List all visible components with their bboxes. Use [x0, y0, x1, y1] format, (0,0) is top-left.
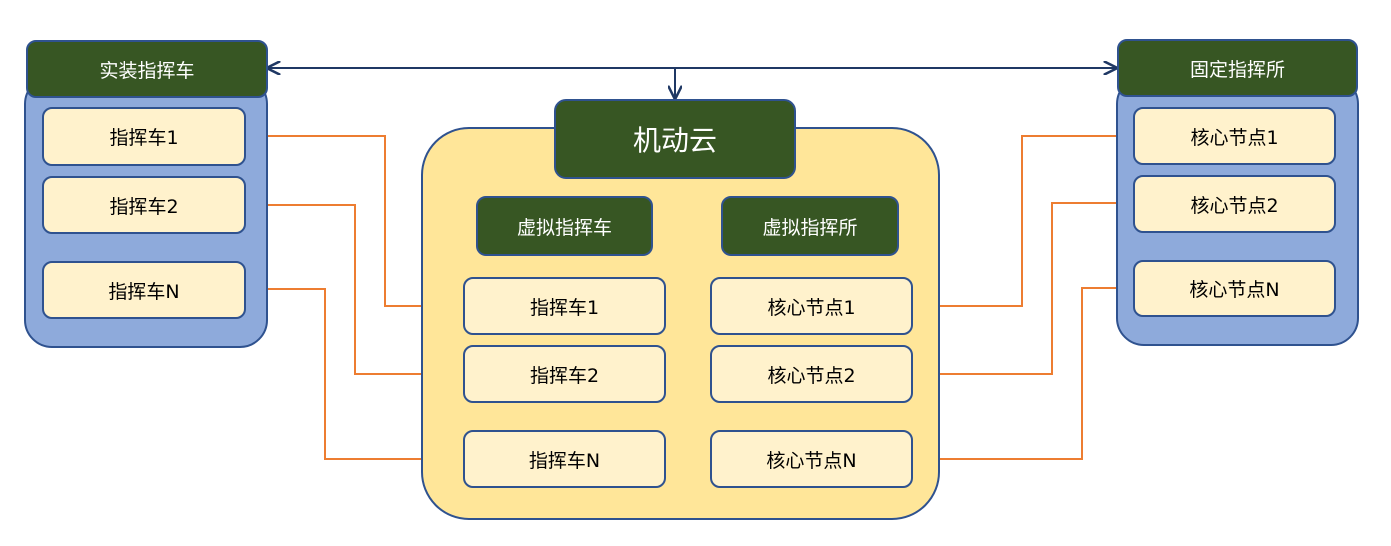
map-link-node-n [912, 282, 1133, 460]
virtual-post-title: 虚拟指挥所 [721, 196, 899, 256]
fixed-post-node-1: 核心节点1 [1133, 107, 1336, 165]
physical-vehicle-1: 指挥车1 [42, 107, 246, 166]
virtual-post-node-1: 核心节点1 [710, 277, 913, 335]
map-link-node-1 [912, 130, 1133, 307]
virtual-post-node-n: 核心节点N [710, 430, 913, 488]
physical-vehicle-n: 指挥车N [42, 261, 246, 319]
fixed-post-title: 固定指挥所 [1117, 39, 1358, 97]
virtual-vehicle-2: 指挥车2 [463, 345, 666, 403]
virtual-vehicle-1: 指挥车1 [463, 277, 666, 335]
virtual-vehicle-title: 虚拟指挥车 [476, 196, 653, 256]
map-link-vehicle-2 [246, 199, 463, 375]
fixed-post-node-2: 核心节点2 [1133, 175, 1336, 233]
fixed-post-node-n: 核心节点N [1133, 260, 1336, 317]
physical-vehicle-title: 实装指挥车 [26, 40, 268, 98]
virtual-vehicle-n: 指挥车N [463, 430, 666, 488]
map-link-node-2 [912, 197, 1133, 375]
physical-vehicle-2: 指挥车2 [42, 176, 246, 234]
mobile-cloud-title: 机动云 [554, 99, 796, 179]
virtual-post-node-2: 核心节点2 [710, 345, 913, 403]
map-link-vehicle-n [246, 283, 463, 460]
